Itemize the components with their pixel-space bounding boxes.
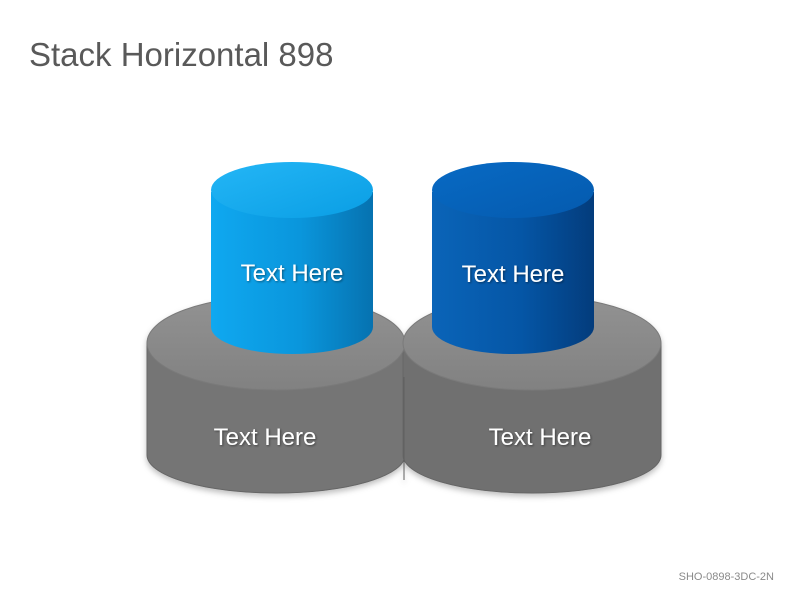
cylinder-left-label: Text Here: [241, 260, 344, 287]
base-left-label: Text Here: [214, 424, 317, 451]
base-right-label: Text Here: [489, 424, 592, 451]
footer-code: SHO-0898-3DC-2N: [678, 571, 774, 583]
cylinder-right-label: Text Here: [462, 261, 565, 288]
cylinder-right: [432, 162, 594, 354]
cylinder-left: [211, 162, 373, 354]
slide-title: Stack Horizontal 898: [29, 36, 334, 73]
cylinder-left-top: [211, 162, 373, 218]
cylinder-right-top: [432, 162, 594, 218]
